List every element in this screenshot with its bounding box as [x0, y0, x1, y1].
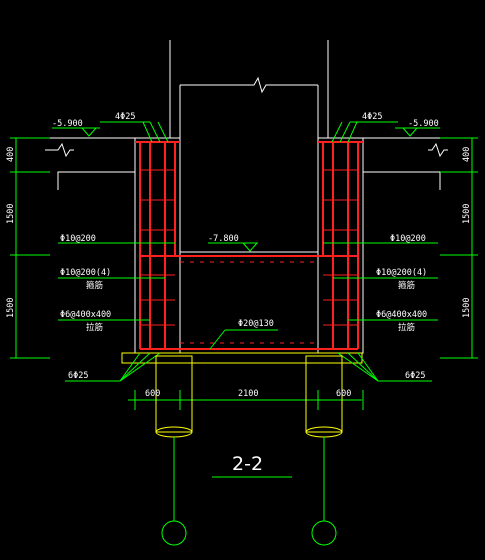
- section-title: 2-2: [232, 453, 263, 475]
- rebar-label-stirrup-right: Φ10@200(4): [376, 268, 427, 278]
- dim-right-mid: 1500: [462, 204, 472, 224]
- elevation-pit-bottom: -7.800: [208, 234, 239, 244]
- dim-bottom-right: 600: [336, 389, 351, 399]
- axis-bubble-left: [161, 520, 187, 546]
- elevation-top-right: -5.900: [408, 119, 439, 129]
- dim-bottom-center: 2100: [238, 389, 258, 399]
- rebar-label-vertical-right: Φ10@200: [390, 234, 426, 244]
- dim-left-top: 400: [6, 147, 16, 162]
- dim-right-top: 400: [462, 147, 472, 162]
- rebar-note-tie-right: 拉筋: [398, 322, 415, 333]
- rebar-label-bottom-slab: Φ20@130: [238, 319, 274, 329]
- piles: [155, 355, 343, 546]
- dim-bottom-left: 600: [145, 389, 160, 399]
- rebar-label-vertical-left: Φ10@200: [60, 234, 96, 244]
- axis-bubble-right: [311, 520, 337, 546]
- dim-right-bottom: 1500: [462, 298, 472, 318]
- dimension-lines: [10, 137, 478, 478]
- dim-left-mid: 1500: [6, 204, 16, 224]
- rebar-label-top-left: 4Φ25: [115, 112, 135, 122]
- elevation-top-left: -5.900: [52, 119, 83, 129]
- rebar-note-tie-left: 拉筋: [86, 322, 103, 333]
- rebar-label-tie-left: Φ6@400x400: [60, 310, 111, 320]
- rebar-cage: [135, 141, 363, 350]
- leader-lines: [52, 121, 440, 382]
- rebar-label-tie-right: Φ6@400x400: [376, 310, 427, 320]
- rebar-label-stirrup-left: Φ10@200(4): [60, 268, 111, 278]
- rebar-note-stirrup-left: 箍筋: [86, 280, 103, 291]
- rebar-label-top-right: 4Φ25: [362, 112, 382, 122]
- rebar-label-bottom-left: 6Φ25: [68, 371, 88, 381]
- rebar-note-stirrup-right: 箍筋: [398, 280, 415, 291]
- dim-left-bottom: 1500: [6, 298, 16, 318]
- rebar-label-bottom-right: 6Φ25: [405, 371, 425, 381]
